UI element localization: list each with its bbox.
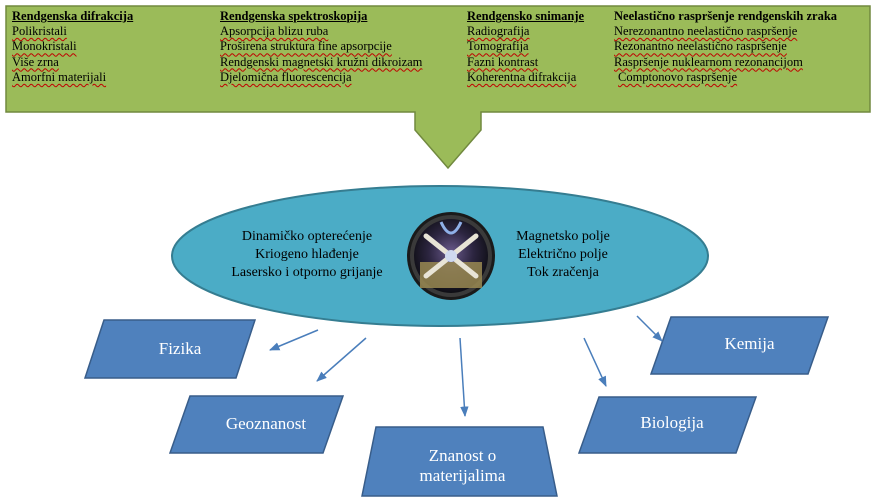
condition-cryogenic-cooling: Kriogeno hlađenje (255, 247, 359, 262)
arrow-to-geoscience (316, 337, 367, 382)
condition-electric-field: Električno polje (518, 247, 608, 262)
sample-conditions-right: Magnetsko polje Električno polje Tok zra… (508, 228, 618, 282)
materials-science-line-1: Znanost o (428, 446, 497, 465)
materials-science-line-2: materijalima (419, 466, 506, 485)
list-item: Amorfni materijali (12, 69, 107, 84)
techniques-banner-arrow (5, 5, 871, 170)
column-inelastic-scattering: Neelastično raspršenje rendgenskih zraka… (614, 9, 837, 85)
list-item: Radiografija (467, 24, 530, 39)
list-item: Rezonantno neelastično raspršenje (614, 39, 787, 54)
physics-box[interactable] (83, 319, 257, 379)
list-item: Više zrna (12, 54, 59, 69)
chemistry-box[interactable] (649, 316, 830, 375)
column-x-ray-spectroscopy: Rendgenska spektroskopija Apsorpcija bli… (220, 9, 422, 85)
list-item: Monokristali (12, 39, 77, 54)
list-item: Comptonovo raspršenje (618, 69, 738, 84)
materials-science-box[interactable] (361, 426, 558, 497)
arrow-to-chemistry (636, 315, 663, 342)
list-item: Rendgenski magnetski kružni dikroizam (220, 54, 423, 69)
column-heading: Rendgenska difrakcija (12, 9, 134, 23)
arrow-to-physics (269, 329, 319, 351)
condition-laser-heating: Lasersko i otporno grijanje (231, 265, 383, 280)
biology-label: Biologija (640, 413, 704, 432)
list-item: Proširena struktura fine apsorpcije (220, 39, 392, 54)
column-heading: Rendgenska spektroskopija (220, 9, 368, 23)
column-heading: Neelastično raspršenje rendgenskih zraka (614, 9, 838, 23)
geoscience-box[interactable] (168, 395, 345, 454)
list-item: Koherentna difrakcija (467, 69, 577, 84)
condition-magnetic-field: Magnetsko polje (516, 229, 610, 244)
column-x-ray-imaging: Rendgensko snimanje Radiografija Tomogra… (467, 9, 584, 85)
biology-box[interactable] (577, 396, 758, 454)
condition-dynamic-loading: Dinamičko opterećenje (241, 229, 373, 244)
sample-cell-icon (407, 212, 495, 300)
column-heading: Rendgensko snimanje (467, 9, 585, 23)
list-item: Raspršenje nuklearnom rezonancijom (614, 54, 803, 69)
condition-radiation-flux: Tok zračenja (527, 265, 599, 280)
chemistry-label: Kemija (724, 334, 775, 353)
arrow-to-materials-science (459, 337, 469, 418)
arrow-to-biology (583, 337, 607, 387)
geoscience-label: Geoznanost (225, 414, 307, 433)
list-item: Djelomična fluorescencija (220, 69, 352, 84)
column-x-ray-diffraction: Rendgenska difrakcija Polikristali Monok… (12, 9, 133, 85)
materials-science-label: Znanost o materijalima (400, 446, 525, 486)
list-item: Tomografija (467, 39, 529, 54)
list-item: Fazni kontrast (467, 54, 539, 69)
sample-conditions-left: Dinamičko opterećenje Kriogeno hlađenje … (212, 228, 402, 282)
physics-label: Fizika (158, 339, 202, 358)
list-item: Nerezonantno neelastično raspršenje (614, 24, 798, 39)
list-item: Polikristali (12, 24, 67, 39)
list-item: Apsorpcija blizu ruba (220, 24, 329, 39)
